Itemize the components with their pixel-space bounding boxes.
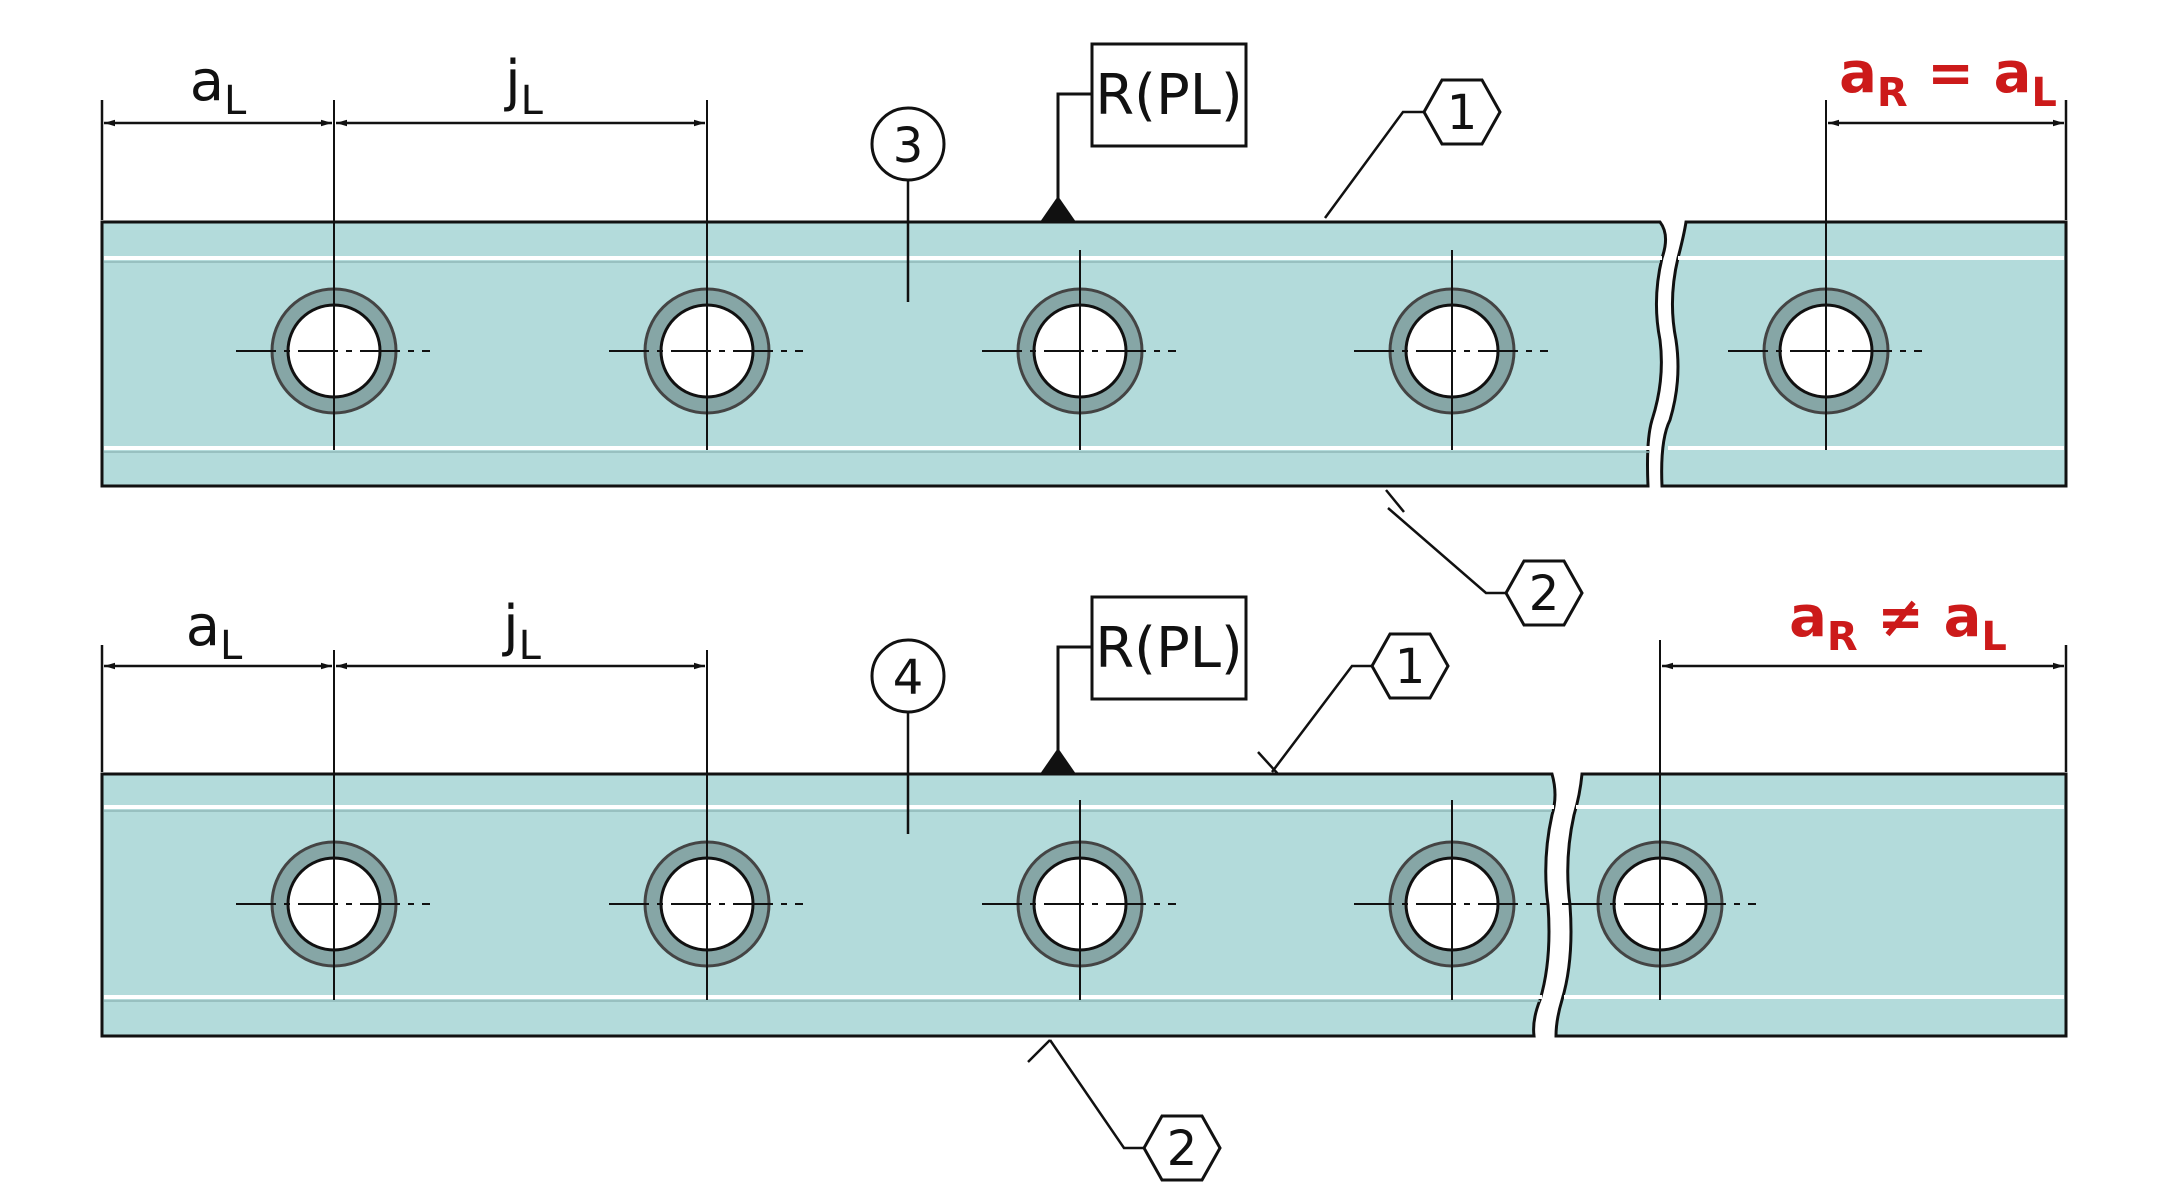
svg-text:2: 2 xyxy=(1529,566,1560,622)
callout-hex-bottom-1: 1 xyxy=(1257,632,1450,775)
svg-text:2: 2 xyxy=(1167,1121,1198,1177)
rail-bottom-body-left xyxy=(100,772,1557,1038)
dim-bottom-jL: jL xyxy=(501,594,542,669)
svg-text:3: 3 xyxy=(893,118,924,174)
dim-bottom-aR-notequal-aL: aR ≠ aL xyxy=(1789,585,2007,660)
dim-top-aL: aL xyxy=(190,49,247,124)
dim-top-jL: jL xyxy=(503,49,544,124)
callout-hex-top-2: 2 xyxy=(1385,489,1584,627)
callout-circle-bottom: 4 xyxy=(870,638,946,834)
svg-text:1: 1 xyxy=(1395,639,1426,695)
svg-text:4: 4 xyxy=(893,650,924,706)
callout-hex-top-1: 1 xyxy=(1323,78,1502,219)
rail-bottom-body-right xyxy=(1554,772,2068,1038)
callout-hex-bottom-2: 2 xyxy=(1027,1039,1222,1182)
rail-top: aL jL aR = aL R(PL) 3 1 2 xyxy=(100,41,2068,627)
rail-bottom: aL jL aR ≠ aL R(PL) 4 1 2 xyxy=(100,585,2068,1182)
reference-mark-bottom: R(PL) xyxy=(1040,595,1248,774)
dim-top-aR-equals-aL: aR = aL xyxy=(1839,41,2057,116)
callout-circle-top: 3 xyxy=(870,106,946,302)
reference-label-top: R(PL) xyxy=(1095,63,1243,128)
dim-bottom-aL: aL xyxy=(186,594,243,669)
svg-text:1: 1 xyxy=(1447,85,1478,141)
reference-mark-top: R(PL) xyxy=(1040,42,1248,222)
rail-top-body-left xyxy=(100,220,1667,488)
reference-label-bottom: R(PL) xyxy=(1095,616,1243,681)
